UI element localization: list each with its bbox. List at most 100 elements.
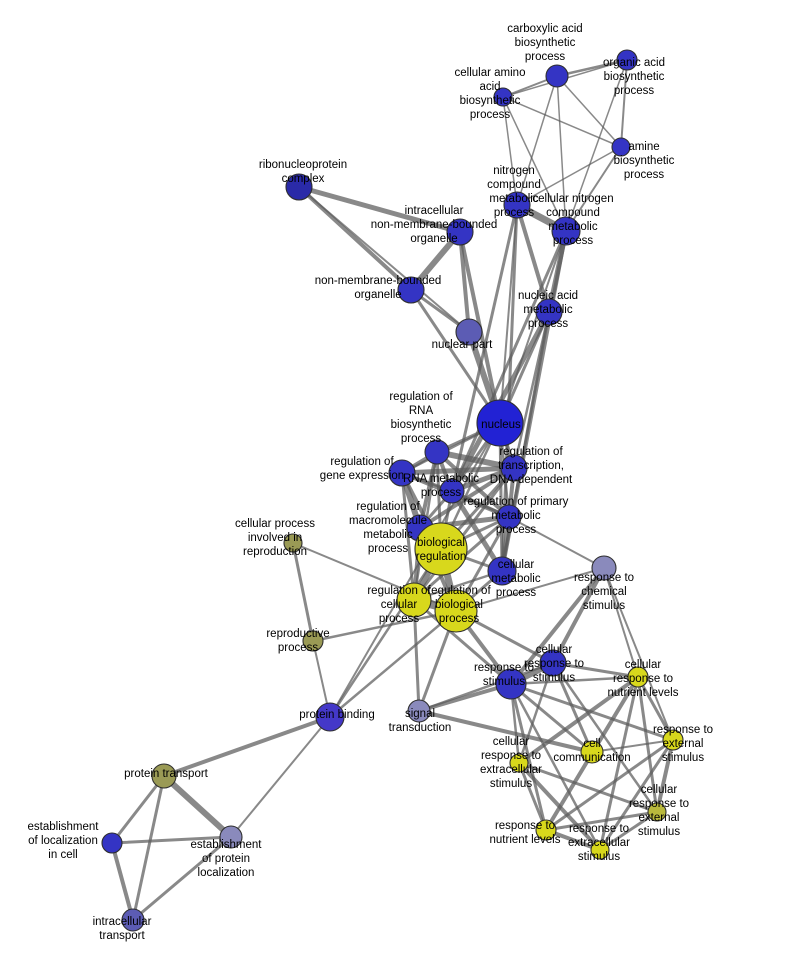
node-label-np: nuclear part [432, 339, 494, 351]
graph-node-nam[interactable] [535, 298, 563, 326]
graph-node-rge[interactable] [388, 459, 416, 487]
graph-edge-crnl-res [636, 675, 675, 742]
graph-node-rmp[interactable] [439, 478, 465, 504]
graph-edge-cres-rexs [517, 761, 602, 852]
graph-edge-nam-rtd [512, 310, 551, 470]
graph-edge-rge-rcp [400, 471, 416, 602]
graph-edge-rnp-np [298, 186, 470, 333]
graph-edge-rcs-crnl [603, 567, 639, 678]
graph-node-cab[interactable] [545, 64, 569, 88]
graph-edge-oab-ab [620, 59, 628, 148]
graph-edge-cab-ab [556, 75, 622, 148]
graph-node-epl[interactable] [219, 825, 243, 849]
graph-node-br[interactable] [414, 522, 468, 576]
graph-edge-epl-pb [230, 716, 331, 838]
graph-edge-caab-cncm [502, 96, 567, 232]
graph-node-ab[interactable] [611, 137, 631, 157]
graph-node-rexs[interactable] [590, 840, 610, 860]
graph-node-crexs[interactable] [647, 802, 667, 822]
graph-edge-rnl-crexs [544, 810, 659, 832]
graph-node-cpir[interactable] [283, 533, 303, 553]
graph-node-rnl[interactable] [535, 819, 557, 841]
graph-node-rcs[interactable] [591, 555, 617, 581]
graph-node-ncm[interactable] [503, 191, 531, 219]
graph-node-cmp[interactable] [487, 556, 517, 586]
graph-edge-ab-cncm [565, 146, 622, 232]
graph-node-crnl[interactable] [627, 666, 649, 688]
graph-edge-rtd-rcp [412, 466, 516, 602]
graph-node-crs[interactable] [539, 649, 567, 677]
graph-edge-rcp-rs [412, 598, 513, 686]
graph-node-caab[interactable] [493, 87, 513, 107]
graph-edge-rs-crnl [509, 675, 640, 686]
graph-edge-ncm-nuc [499, 204, 518, 424]
graph-edge-epl-it [131, 835, 233, 922]
graph-node-elc[interactable] [101, 832, 123, 854]
graph-edge-crs-crexs [551, 661, 659, 814]
graph-node-st[interactable] [407, 699, 431, 723]
graph-node-nuc[interactable] [476, 399, 524, 447]
graph-node-np[interactable] [455, 318, 483, 346]
graph-node-res[interactable] [662, 729, 684, 751]
graph-edge-crnl-cres [517, 675, 640, 765]
graph-node-rs[interactable] [495, 668, 527, 700]
graph-edge-rnp-inmo [296, 184, 463, 235]
node-layer [101, 49, 684, 932]
graph-node-rrb[interactable] [424, 439, 450, 465]
graph-edge-rs-cc [509, 682, 594, 754]
graph-edge-pb-rbp [328, 609, 458, 719]
graph-node-oab[interactable] [616, 49, 638, 71]
graph-node-cncm[interactable] [551, 216, 581, 246]
graph-node-it[interactable] [121, 908, 145, 932]
graph-node-inmo[interactable] [446, 218, 474, 246]
graph-edge-elc-epl [110, 835, 233, 845]
graph-node-rcp[interactable] [396, 582, 432, 618]
graph-edge-caab-ab [502, 96, 622, 148]
graph-edge-res-rexs [598, 738, 675, 852]
graph-edge-caab-ncm [502, 96, 518, 206]
graph-edge-crs-cc [551, 661, 594, 754]
graph-edge-st-crs [417, 661, 555, 713]
graph-node-rnp[interactable] [285, 173, 313, 201]
graph-node-rtd[interactable] [500, 454, 528, 482]
graph-edge-rcs-res [603, 567, 674, 741]
graph-node-rp[interactable] [302, 630, 324, 652]
graph-node-pt[interactable] [151, 763, 177, 789]
graph-node-nmo[interactable] [397, 276, 425, 304]
graph-edge-rcs-rbp [455, 567, 605, 612]
graph-edge-st-rcp [412, 598, 421, 713]
graph-node-pb[interactable] [315, 702, 345, 732]
graph-node-rbp[interactable] [434, 589, 478, 633]
graph-node-cc[interactable] [580, 740, 604, 764]
graph-node-rpm[interactable] [496, 504, 522, 530]
graph-edge-cncm-rmp [450, 229, 568, 493]
graph-edge-crs-cres [517, 661, 555, 765]
graph-node-cres[interactable] [509, 753, 529, 773]
graph-edge-res-crexs [655, 738, 675, 814]
node-label-pb: protein binding [299, 709, 374, 721]
